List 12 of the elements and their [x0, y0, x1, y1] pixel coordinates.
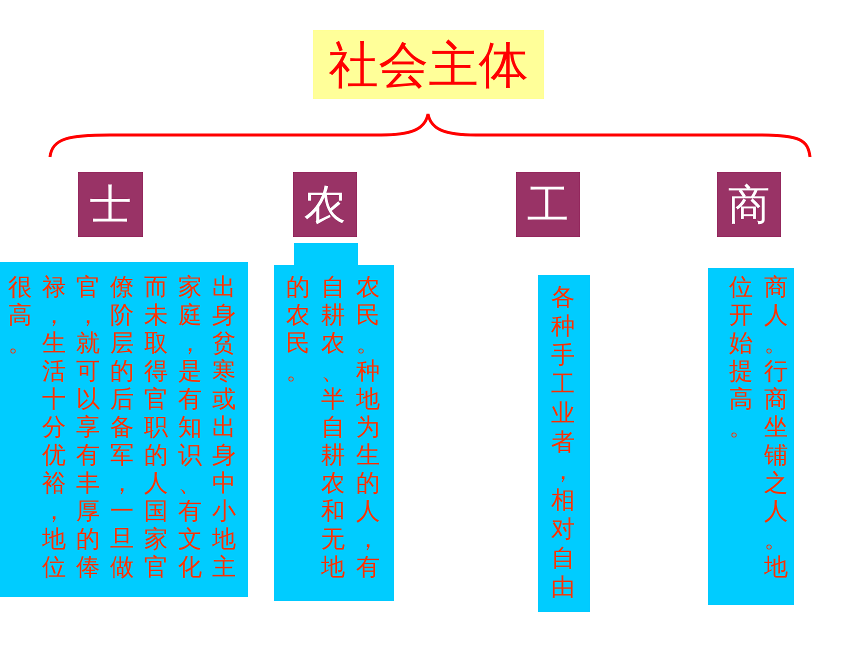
description-text: 各种手工业者，相对自由 — [551, 283, 575, 603]
text-panel — [274, 243, 394, 601]
category-box: 商 — [717, 172, 781, 237]
category-box: 农 — [293, 172, 357, 237]
description-text: 出身贫寒或出身中小地主家庭，是有知识、有文化而未取得官职的人国家官僚阶层的后备军，一旦做官，就可以享有丰厚的俸禄，生活十分优裕，地位很高。 — [8, 273, 236, 583]
description-text: 商人。行商坐铺之人。地位开始提高。 — [729, 273, 788, 583]
title-box: 社会主体 — [313, 30, 544, 99]
description-text: 农民。种地为生的人，有自耕农、半自耕农和无地的农民。 — [286, 273, 380, 583]
text-panel — [538, 275, 590, 612]
category-box: 士 — [78, 172, 143, 237]
text-panel — [708, 268, 794, 605]
category-box: 工 — [516, 172, 580, 237]
